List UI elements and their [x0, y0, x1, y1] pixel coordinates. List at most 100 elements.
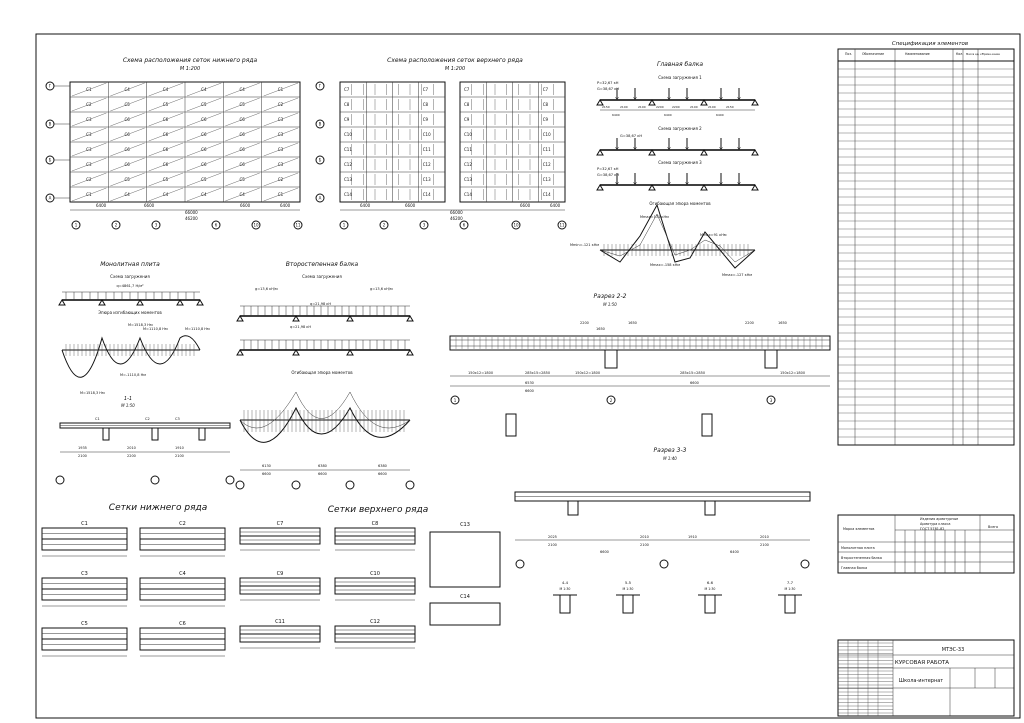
span-dim: 2200 [672, 105, 680, 109]
s33-total-1: 6600 [600, 550, 609, 554]
load-arrow-icon [737, 96, 741, 101]
span-dim: 2100 [638, 105, 646, 109]
s22-total-2: 6600 [525, 389, 534, 393]
sec-beam-envelope-title: Огибающая эпюра моментов [291, 370, 353, 375]
mesh-label: С10 [370, 571, 380, 577]
mono-slab-scheme: Схема загружения [110, 274, 150, 279]
beam-section [784, 594, 796, 614]
load-arrow-icon [719, 96, 723, 101]
sec11-dim-4: 2200 [127, 454, 136, 458]
span-dim: 2150 [726, 105, 734, 109]
envelope-label-0: Mmax=131 кНм [640, 215, 669, 219]
envelope-label-1: Mmin=-121 кНм [570, 243, 599, 247]
plan-bottom-dim-4: 6400 [280, 203, 291, 208]
sec-beam-load-1: g=13,6 кН/м [255, 287, 278, 291]
meshes-top-title: Сетки верхнего ряда [328, 505, 428, 515]
mesh-label: С6 [163, 117, 169, 122]
plan-top-dim-total: 66000 [450, 210, 463, 215]
sec-beam-block: Второстепенная балка Схема загружения g=… [235, 261, 415, 490]
load-arrow-icon [685, 146, 689, 151]
sec11-c1: С1 [95, 417, 100, 421]
subsection-scale: М 1:30 [623, 587, 634, 591]
main-beam-g2: G=38,67 кН [620, 134, 642, 138]
load-arrow-icon [737, 181, 741, 186]
plan-top-scale: М 1:200 [445, 66, 465, 72]
support-icon [98, 299, 106, 306]
section-22-block: Разрез 2-2 М 1:50 150х12=1800 285х15=285… [449, 293, 831, 437]
axis-label: Г [49, 84, 52, 89]
mesh-label: С6 [125, 147, 131, 152]
sb-dim-5: 6380 [378, 464, 387, 468]
axis-bubble [511, 220, 521, 230]
load-arrow-icon [737, 146, 741, 151]
envelope-label-2: Mmax=-158 кНм [650, 263, 680, 267]
support-icon [406, 315, 414, 322]
mesh-label: С5 [163, 177, 169, 182]
mono-slab-title: Монолитная плита [100, 261, 160, 268]
mesh-label: С8 [344, 102, 350, 107]
mesh-label: С14 [344, 192, 352, 197]
plan-top-dim-1: 6400 [360, 203, 371, 208]
mesh-label: С6 [240, 147, 246, 152]
support-icon [176, 299, 184, 306]
mat-h-1: Изделия арматурные [920, 517, 958, 521]
s33-dim-4: 2100 [640, 543, 649, 547]
subsection-scale: М 1:30 [785, 587, 796, 591]
mesh-label: С6 [201, 132, 207, 137]
mat-row-2: Главная балка [841, 566, 867, 570]
mesh-label: С3 [86, 132, 92, 137]
mesh-label: С3 [278, 117, 284, 122]
mesh-label: С14 [543, 192, 551, 197]
plan-top-title: Схема расположения сеток верхнего ряда [387, 57, 523, 64]
mesh-label: С1 [86, 192, 92, 197]
s33-total-2: 6400 [730, 550, 739, 554]
mesh-label: С6 [125, 117, 131, 122]
s22-seg-3: 150х12=1800 [575, 371, 600, 375]
mesh-label: С6 [179, 621, 186, 627]
plan-top-dim-3: 6600 [520, 203, 531, 208]
axis-bubble [315, 193, 325, 203]
beam-section [559, 594, 571, 614]
mesh-label: С1 [86, 87, 92, 92]
load-arrow-icon [685, 181, 689, 186]
axis-label: 2 [383, 223, 386, 228]
mesh-label: С9 [277, 571, 284, 577]
mesh-label: С5 [81, 621, 88, 627]
mesh-label: С4 [201, 192, 207, 197]
support-icon [58, 299, 66, 306]
s22-total-3: 6600 [690, 381, 699, 385]
load-arrow-icon [615, 146, 619, 151]
subsection-label: 4-4 [562, 580, 569, 585]
mesh-label: С13 [423, 177, 431, 182]
subsection-scale: М 1:30 [560, 587, 571, 591]
s33-dim-5: 1910 [688, 535, 697, 539]
span-total: 6400 [664, 113, 672, 117]
mesh-label: С6 [125, 132, 131, 137]
load-arrow-icon [719, 181, 723, 186]
load-arrow-icon [633, 146, 637, 151]
mesh-label: С11 [275, 619, 285, 625]
support-icon [346, 315, 354, 322]
axis-label: Б [49, 158, 52, 163]
load-arrow-icon [685, 96, 689, 101]
stamp-object: Школа-интернат [899, 678, 944, 684]
axis-bubble [211, 220, 221, 230]
mesh-label: С1 [278, 192, 284, 197]
mesh-label: С1 [81, 521, 88, 527]
subsection-label: 5-5 [625, 580, 632, 585]
axis-bubble [379, 220, 389, 230]
mesh-label: С12 [423, 162, 431, 167]
plan-bottom-dim-2: 6600 [144, 203, 155, 208]
mesh-label: С3 [86, 147, 92, 152]
stamp-code: МТЭС-33 [942, 647, 965, 653]
plan-bottom-dim-1: 6400 [96, 203, 107, 208]
spec-h-5: Приме-чание [982, 52, 1000, 56]
sec11-dim-3: 2010 [127, 446, 136, 450]
mesh-label: С7 [543, 87, 549, 92]
mesh-label: С4 [163, 192, 169, 197]
stamp-work: КУРСОВАЯ РАБОТА [895, 660, 949, 666]
main-beam-title: Главная балка [657, 61, 703, 68]
axis-bubble [315, 155, 325, 165]
axis-bubble [459, 220, 469, 230]
support-icon [236, 315, 244, 322]
